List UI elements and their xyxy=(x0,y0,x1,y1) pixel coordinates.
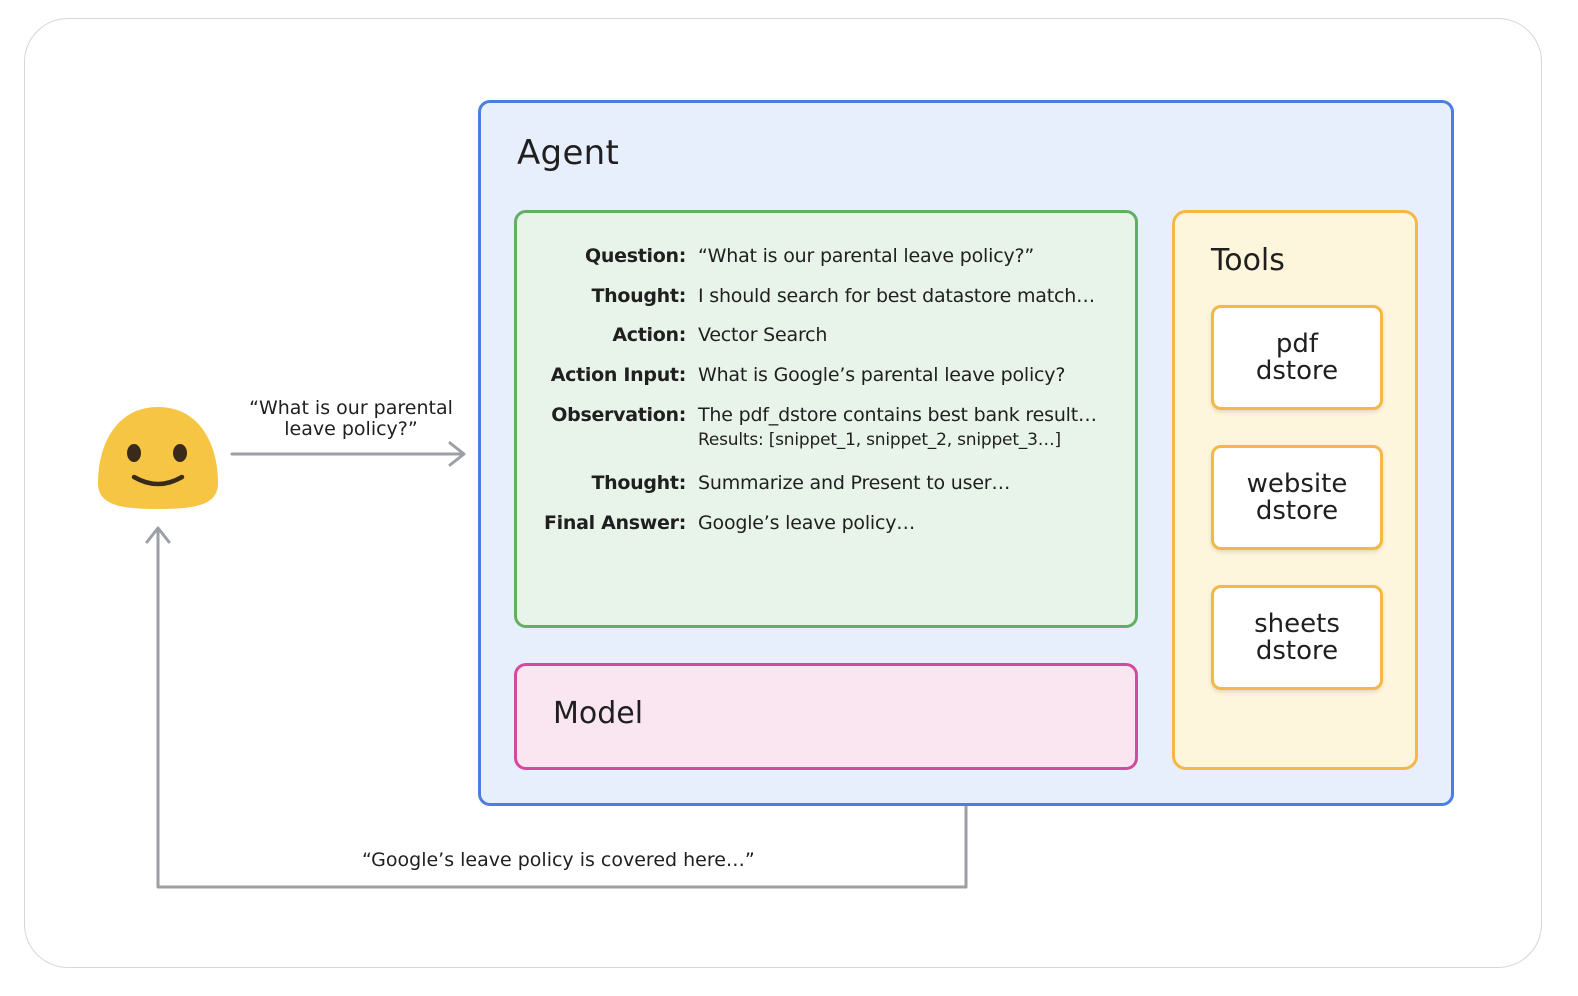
model-box: Model xyxy=(514,663,1138,770)
trace-key: Thought: xyxy=(591,472,687,494)
observation-results: Results: [snippet_1, snippet_2, snippet_… xyxy=(698,430,1061,450)
tool-name: sheets xyxy=(1254,608,1340,639)
trace-value: Vector Search xyxy=(698,324,828,346)
trace-key: Thought: xyxy=(591,285,687,307)
tool-sheets-dstore: sheets dstore xyxy=(1211,585,1383,690)
trace-key: Action Input: xyxy=(550,364,687,386)
smiley-face-icon xyxy=(98,407,218,509)
tool-website-dstore: website dstore xyxy=(1211,445,1383,550)
trace-key: Action: xyxy=(612,324,686,346)
trace-row-action: Action: Vector Search xyxy=(517,323,827,347)
trace-value: Google’s leave policy… xyxy=(698,512,916,534)
trace-value: Summarize and Present to user… xyxy=(698,472,1011,494)
question-label: “What is our parental leave policy?” xyxy=(240,398,462,440)
trace-row-action-input: Action Input: What is Google’s parental … xyxy=(517,363,1066,387)
trace-key: Observation: xyxy=(551,404,686,426)
trace-key: Final Answer: xyxy=(543,512,686,534)
trace-value: I should search for best datastore match… xyxy=(698,285,1095,307)
tool-type: dstore xyxy=(1255,495,1339,526)
trace-value: What is Google’s parental leave policy? xyxy=(698,364,1066,386)
trace-row-question: Question: “What is our parental leave po… xyxy=(517,244,1034,268)
trace-value: “What is our parental leave policy?” xyxy=(698,245,1035,267)
tools-box: Tools pdf dstore website dstore sheets d… xyxy=(1172,210,1418,770)
trace-row-observation: Observation: The pdf_dstore contains bes… xyxy=(517,403,1097,451)
tool-name: website xyxy=(1246,468,1348,499)
agent-title: Agent xyxy=(517,133,620,173)
tool-type: dstore xyxy=(1255,355,1339,386)
tool-type: dstore xyxy=(1255,635,1339,666)
answer-label: “Google’s leave policy is covered here…” xyxy=(362,849,755,871)
question-label-line1: “What is our parental xyxy=(249,397,453,419)
question-label-line2: leave policy?” xyxy=(284,418,418,440)
model-label: Model xyxy=(553,696,644,731)
observation-text: The pdf_dstore contains best bank result… xyxy=(698,404,1097,426)
trace-row-final-answer: Final Answer: Google’s leave policy… xyxy=(517,511,915,535)
trace-row-thought-2: Thought: Summarize and Present to user… xyxy=(517,471,1011,495)
reasoning-trace-box: Question: “What is our parental leave po… xyxy=(514,210,1138,628)
trace-value: The pdf_dstore contains best bank result… xyxy=(698,403,1097,451)
tool-name: pdf xyxy=(1275,328,1319,359)
trace-key: Question: xyxy=(585,245,686,267)
tool-pdf-dstore: pdf dstore xyxy=(1211,305,1383,410)
trace-row-thought: Thought: I should search for best datast… xyxy=(517,284,1096,308)
tools-title: Tools xyxy=(1211,243,1285,278)
